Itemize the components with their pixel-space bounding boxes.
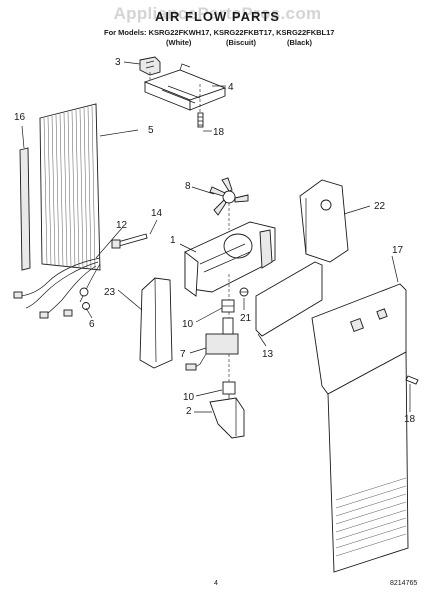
models-line: For Models: KSRG22FKWH17, KSRG22FKBT17, … (104, 28, 335, 37)
part-16-strip (19, 147, 31, 271)
part-13-foam-strip (255, 261, 323, 337)
callout-5: 5 (148, 125, 154, 136)
part-14-rod (111, 233, 148, 249)
page-number: 4 (214, 580, 218, 587)
callout-12: 12 (116, 220, 128, 231)
callout-13: 13 (262, 349, 274, 360)
part-3-bracket (139, 56, 161, 76)
callout-21: 21 (240, 313, 252, 324)
part-17-air-duct-cover (311, 283, 409, 573)
callout-18-right: 18 (404, 414, 416, 425)
callout-23: 23 (104, 287, 116, 298)
callout-numbers: 3 4 16 5 18 8 22 14 12 1 17 23 21 6 10 1… (14, 57, 416, 425)
part-2-motor-bracket (209, 397, 245, 439)
callout-17: 17 (392, 245, 404, 256)
assembly-guide-lines (149, 72, 230, 382)
color-label-white: (White) (166, 38, 192, 47)
callout-7: 7 (180, 349, 186, 360)
callout-6: 6 (89, 319, 95, 330)
callout-16: 16 (14, 112, 26, 123)
part-18-screw-right (405, 375, 419, 385)
callout-22: 22 (374, 201, 386, 212)
page-title: AIR FLOW PARTS (155, 9, 280, 24)
callout-4: 4 (228, 82, 234, 93)
part-12-wire-harness (13, 257, 101, 319)
color-label-black: (Black) (287, 38, 313, 47)
callout-1: 1 (170, 235, 176, 246)
callout-10-upper: 10 (182, 319, 194, 330)
callout-8: 8 (185, 181, 191, 192)
part-21-grommet (239, 287, 249, 297)
part-7-fan-motor (185, 317, 239, 371)
part-10-mount-upper (221, 299, 235, 313)
part-22-duct-panel (299, 179, 349, 263)
watermark-text: AppliancePartsPros.com (113, 4, 322, 23)
part-23-channel (139, 277, 173, 369)
callout-10-lower: 10 (183, 392, 195, 403)
color-label-biscuit: (Biscuit) (226, 38, 256, 47)
callout-2: 2 (186, 406, 192, 417)
part-5-evaporator-cover (39, 103, 101, 271)
callout-14: 14 (151, 208, 163, 219)
part-10-mount-lower (222, 381, 236, 400)
part-1-fan-housing (184, 221, 276, 297)
part-4-shelf (143, 63, 227, 111)
callout-leaders (21, 61, 411, 413)
document-number: 8214765 (390, 580, 418, 587)
callout-3: 3 (115, 57, 121, 68)
callout-18-top: 18 (213, 127, 225, 138)
part-18-screw-top (197, 112, 204, 128)
